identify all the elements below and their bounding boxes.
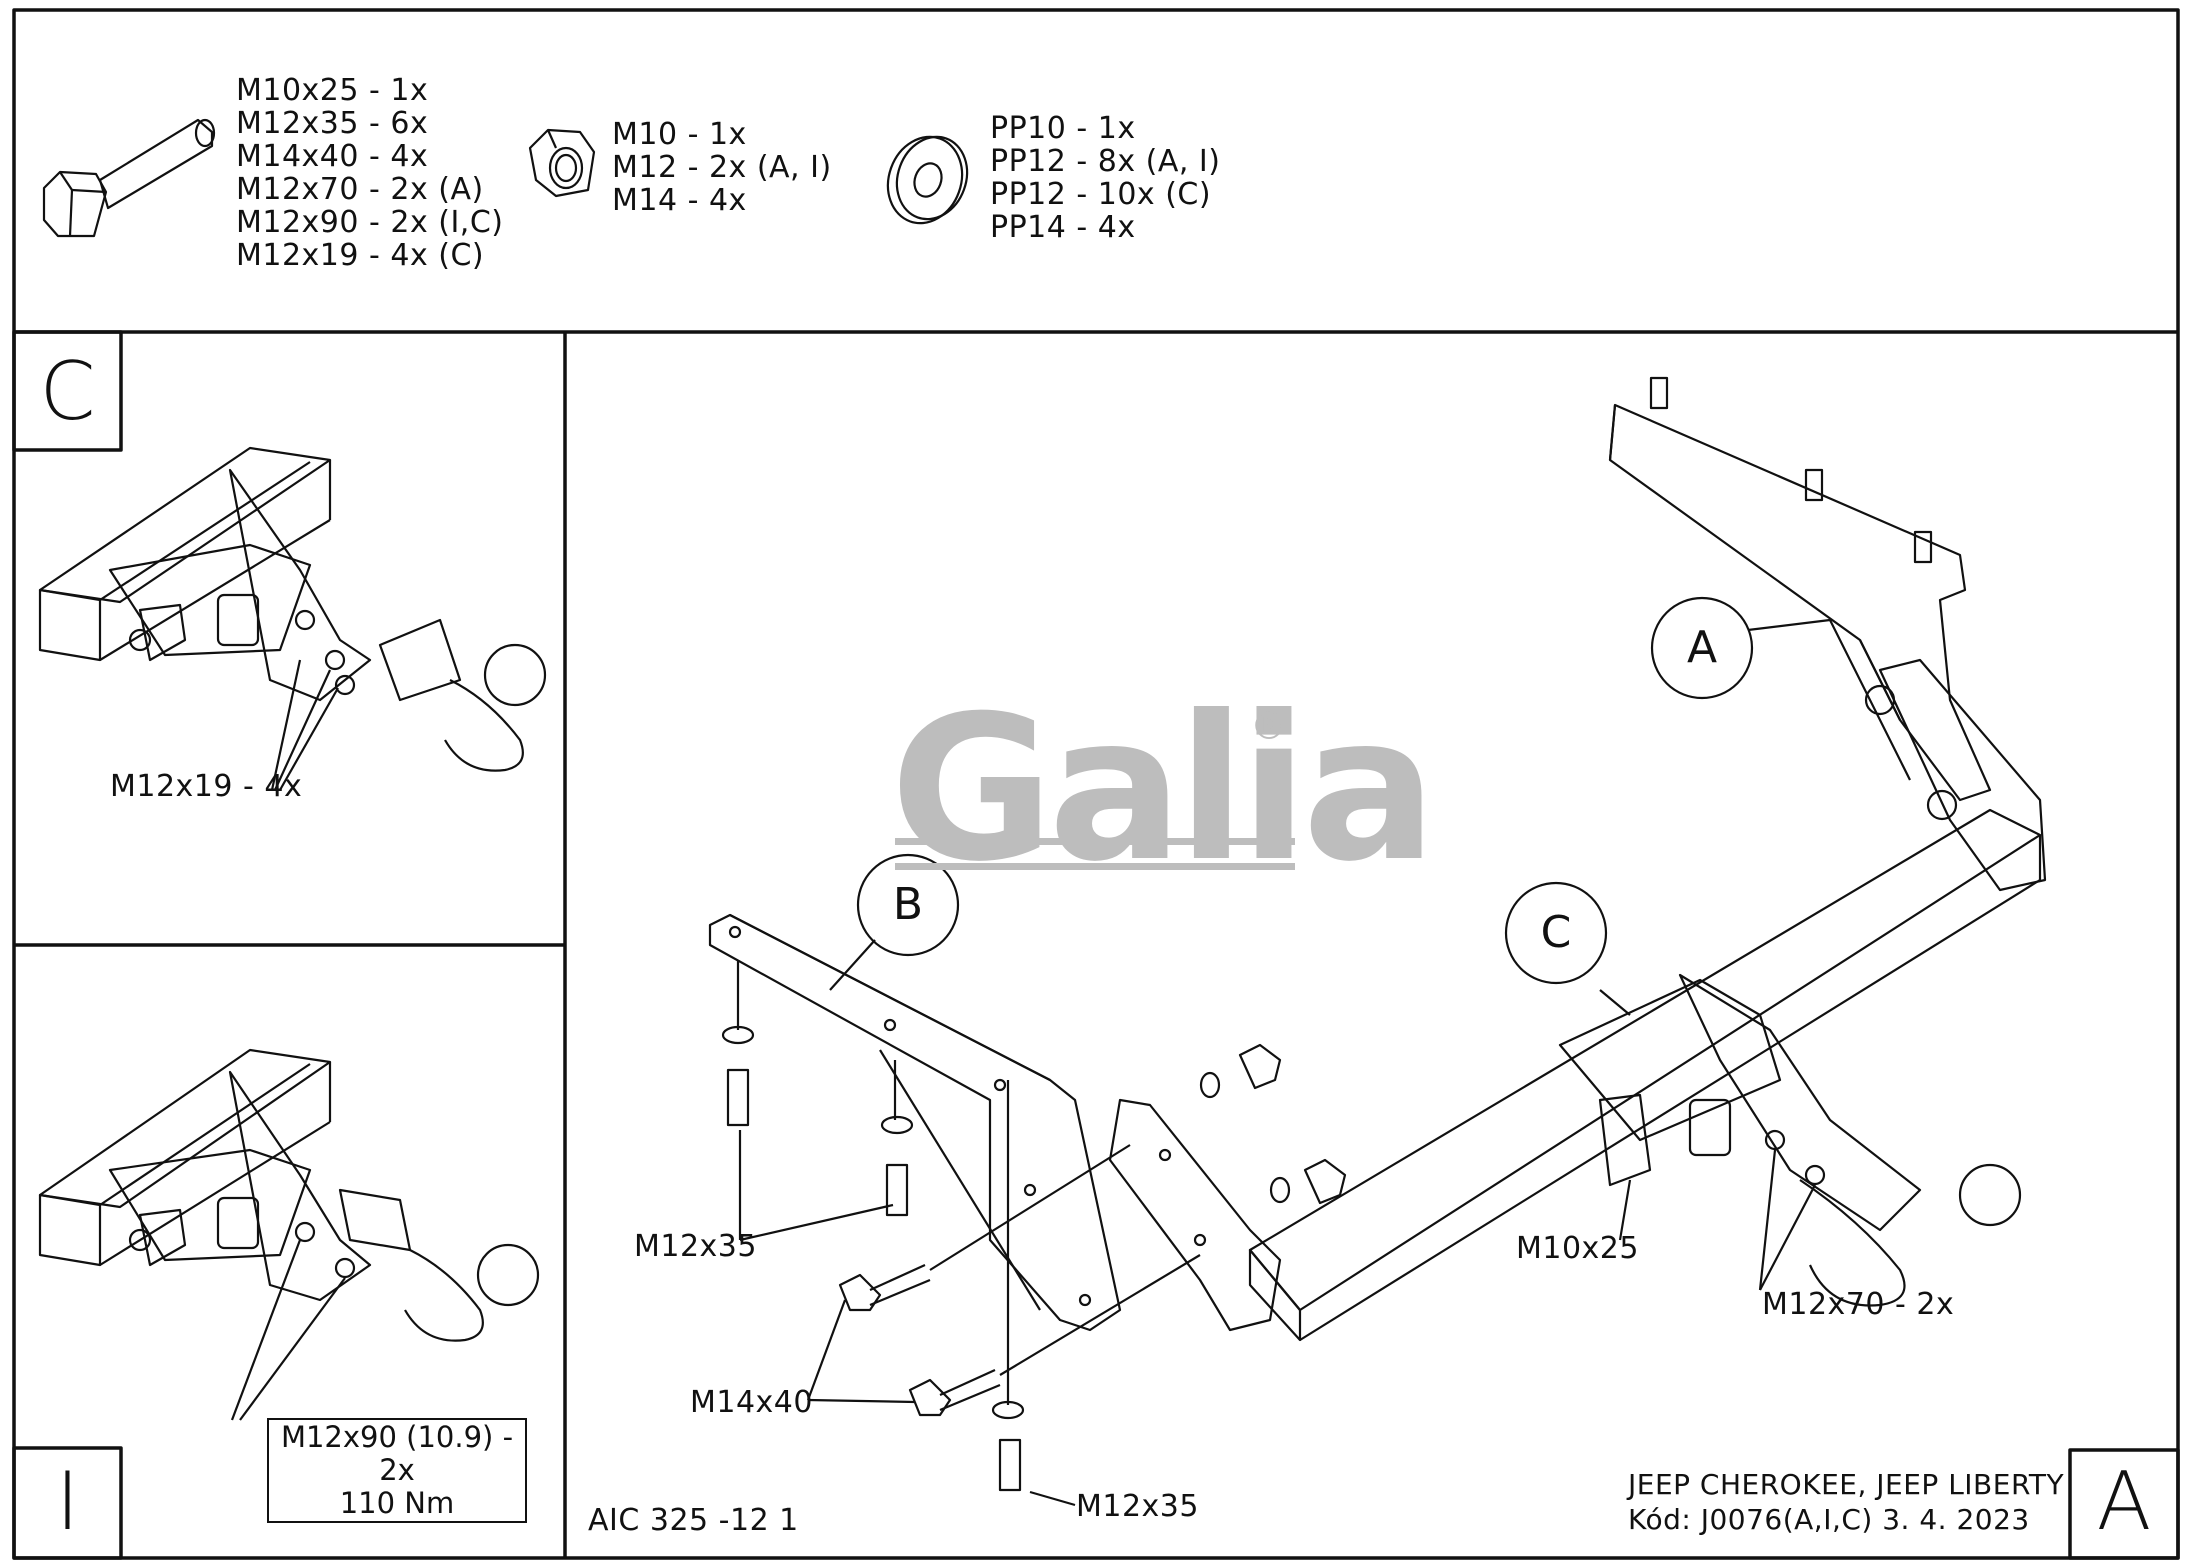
nut-item: M10 - 1x bbox=[612, 117, 747, 152]
label-m10x25: M10x25 bbox=[1516, 1231, 1639, 1266]
main-assembly-drawing bbox=[708, 376, 2047, 1507]
bolt-icon bbox=[42, 118, 216, 238]
nut-icon bbox=[528, 128, 596, 198]
callout-b: B bbox=[892, 879, 924, 930]
callout-circles bbox=[856, 596, 1754, 985]
label-m14x40: M14x40 bbox=[690, 1385, 813, 1420]
washer-list: PP10 - 1x PP12 - 8x (A, I) PP12 - 10x (C… bbox=[990, 112, 1220, 244]
washer-item: PP12 - 10x (C) bbox=[990, 177, 1212, 212]
nut-item: M14 - 4x bbox=[612, 183, 747, 218]
panel-a-letter: A bbox=[2096, 1455, 2152, 1548]
panel-c-bolt-label: M12x19 - 4x bbox=[110, 769, 303, 804]
washer-item: PP12 - 8x (A, I) bbox=[990, 144, 1221, 179]
nut-item: M12 - 2x (A, I) bbox=[612, 150, 832, 185]
bolt-item: M12x90 - 2x (I,C) bbox=[236, 205, 504, 240]
bolt-item: M10x25 - 1x bbox=[236, 73, 429, 108]
label-m12x35-bottom: M12x35 bbox=[1076, 1489, 1199, 1524]
washer-item: PP14 - 4x bbox=[990, 210, 1136, 245]
panel-c-sketch bbox=[38, 446, 547, 791]
galia-watermark: Galia bbox=[890, 673, 1437, 906]
bolt-item: M12x35 - 6x bbox=[236, 106, 429, 141]
washer-icon bbox=[886, 135, 969, 225]
product-code: Kód: J0076(A,I,C) 3. 4. 2023 bbox=[1628, 1503, 2030, 1536]
panel-i-bolt-spec: M12x90 (10.9) - 2x bbox=[280, 1420, 514, 1487]
panel-i-torque: 110 Nm bbox=[339, 1486, 455, 1520]
label-m12x35-left: M12x35 bbox=[634, 1229, 757, 1264]
registered-mark: ® bbox=[1250, 704, 1288, 748]
washer-item: PP10 - 1x bbox=[990, 111, 1136, 146]
panel-i-bolt-label: M12x90 (10.9) - 2x 110 Nm bbox=[267, 1418, 527, 1523]
bolt-item: M12x70 - 2x (A) bbox=[236, 172, 484, 207]
watermark-underline bbox=[895, 838, 1295, 870]
drawing-number: AIC 325 -12 1 bbox=[588, 1503, 799, 1538]
panel-i-letter: I bbox=[55, 1455, 80, 1548]
bolt-item: M14x40 - 4x bbox=[236, 139, 429, 174]
bolt-list: M10x25 - 1x M12x35 - 6x M14x40 - 4x M12x… bbox=[236, 74, 504, 272]
callout-a: A bbox=[1686, 622, 1718, 673]
bolt-item: M12x19 - 4x (C) bbox=[236, 238, 485, 273]
sheet-frame bbox=[12, 8, 2180, 1560]
nut-list: M10 - 1x M12 - 2x (A, I) M14 - 4x bbox=[612, 118, 832, 217]
vehicle-name: JEEP CHEROKEE, JEEP LIBERTY bbox=[1628, 1468, 2065, 1501]
label-m12x70: M12x70 - 2x bbox=[1762, 1287, 1955, 1322]
panel-c-letter: C bbox=[39, 345, 96, 438]
callout-c: C bbox=[1540, 907, 1572, 958]
panel-i-sketch bbox=[38, 1048, 540, 1421]
